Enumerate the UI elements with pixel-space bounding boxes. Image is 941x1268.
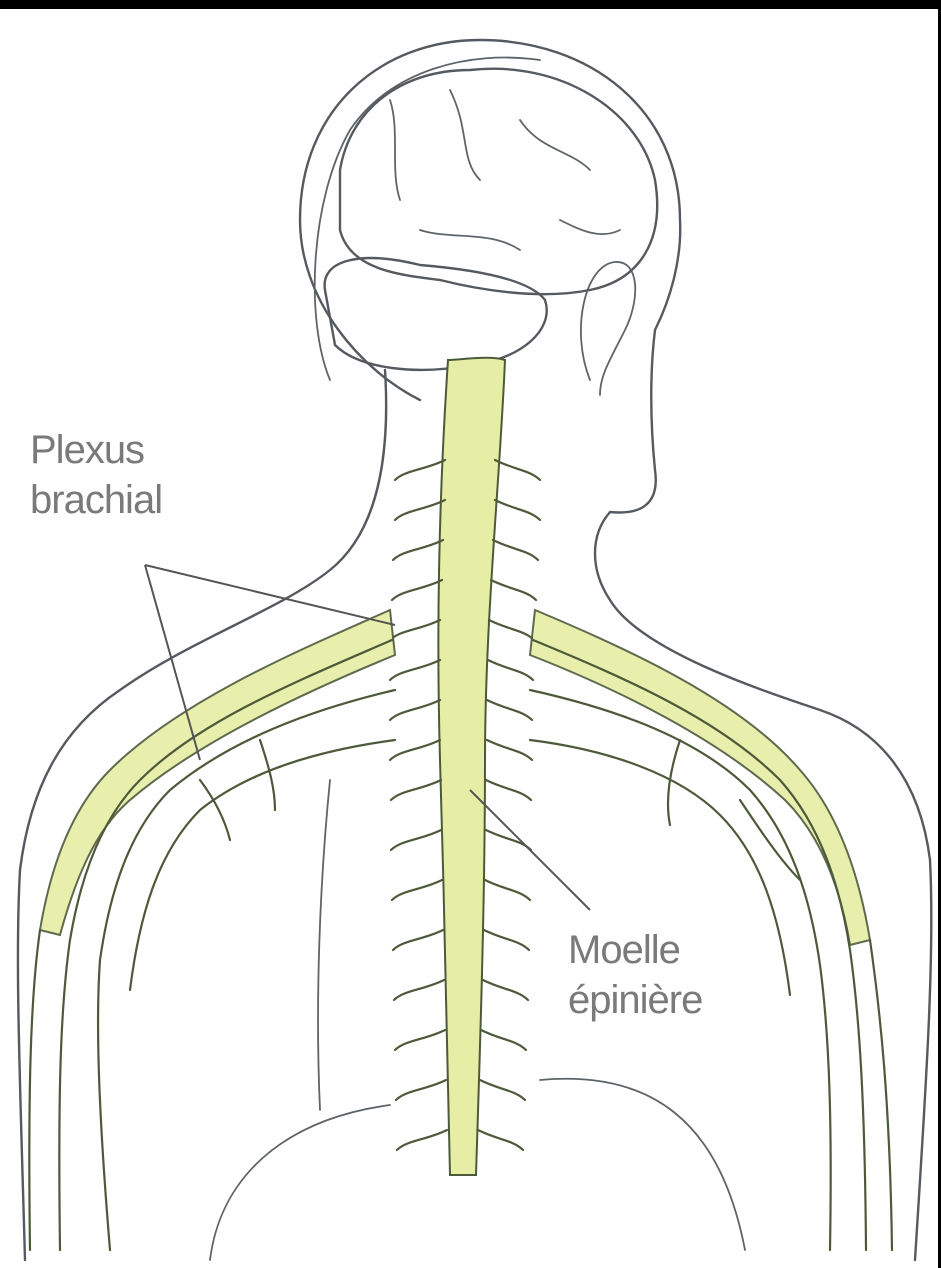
ear bbox=[581, 262, 635, 395]
moelle-epiniere-label: Moelle épinière bbox=[568, 925, 788, 1025]
plexus-label-line2: brachial bbox=[30, 475, 250, 525]
right-arm-nerves bbox=[820, 940, 892, 1250]
left-side-body bbox=[18, 870, 25, 1260]
moelle-label-line1: Moelle bbox=[568, 925, 788, 975]
head-outline-inner bbox=[315, 58, 540, 380]
right-side-body bbox=[915, 860, 931, 1260]
left-arm-nerves bbox=[29, 930, 110, 1250]
plexus-brachial-label: Plexus brachial bbox=[30, 425, 250, 525]
moelle-leader bbox=[470, 790, 590, 910]
brain-cerebrum bbox=[340, 69, 657, 294]
left-brachial-plexus bbox=[40, 610, 395, 990]
spinal-cord bbox=[438, 358, 505, 1175]
plexus-label-line1: Plexus bbox=[30, 425, 250, 475]
moelle-label-line2: épinière bbox=[568, 975, 788, 1025]
